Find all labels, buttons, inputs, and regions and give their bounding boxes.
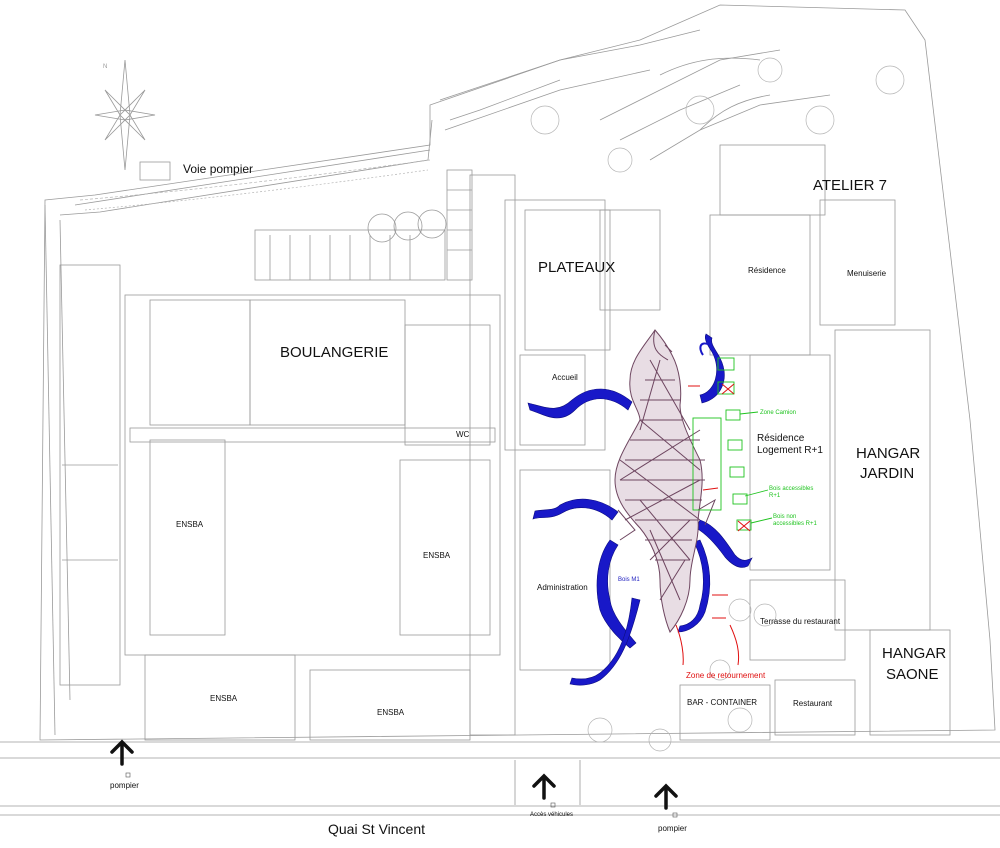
- arrow-up-icon: [532, 773, 556, 800]
- hangar-jardin-label-1: HANGAR: [856, 445, 920, 462]
- ensba-label-4: ENSBA: [377, 708, 405, 717]
- atelier7-label: ATELIER 7: [813, 177, 887, 194]
- voie-pompier-label: Voie pompier: [183, 162, 253, 176]
- sculpture-body: [614, 329, 717, 633]
- administration-label: Administration: [537, 583, 588, 592]
- menuiserie-label: Menuiserie: [847, 269, 887, 278]
- restaurant-label: Restaurant: [793, 699, 833, 708]
- pompier-label-left: pompier: [110, 781, 139, 790]
- ensba-label-2: ENSBA: [423, 551, 451, 560]
- entry-marker: [672, 812, 678, 818]
- plateaux-label: PLATEAUX: [538, 259, 615, 276]
- bois-non-label-1: Bois non: [773, 514, 796, 520]
- bois-m1-label: Bois M1: [618, 577, 640, 583]
- bar-container-label: BAR - CONTAINER: [687, 698, 757, 707]
- bois-accessibles-label-2: R+1: [769, 493, 781, 499]
- bois-non-label-2: accessibles R+1: [773, 521, 818, 527]
- vegetation: [79, 57, 905, 752]
- sculpture-structure: [527, 329, 753, 686]
- ensba-label-3: ENSBA: [210, 694, 238, 703]
- pompier-label-right: pompier: [658, 824, 687, 833]
- residence-label: Résidence: [748, 266, 786, 275]
- entry-marker: [550, 802, 556, 808]
- hangar-saone-label-2: SAONE: [886, 666, 939, 683]
- residence-logement-label-2: Logement R+1: [757, 445, 823, 456]
- ensba-label-1: ENSBA: [176, 520, 204, 529]
- hangar-saone-label-1: HANGAR: [882, 645, 946, 662]
- residence-annotations: [692, 357, 773, 531]
- boulangerie-label: BOULANGERIE: [280, 344, 388, 361]
- zone-retournement-label: Zone de retournement: [686, 671, 766, 680]
- quai-label: Quai St Vincent: [328, 821, 425, 837]
- arrow-up-icon: [654, 783, 678, 810]
- entry-marker: [125, 772, 131, 778]
- zone-camion-label: Zone Camion: [760, 410, 796, 416]
- accueil-label: Accueil: [552, 373, 578, 382]
- svg-text:N: N: [103, 64, 107, 70]
- site-outline: [0, 4, 1000, 816]
- wc-label: WC: [456, 430, 470, 439]
- terrasse-label: Terrasse du restaurant: [760, 617, 841, 626]
- residence-logement-label-1: Résidence: [757, 433, 805, 444]
- hangar-jardin-label-2: JARDIN: [860, 465, 914, 482]
- red-markers: [675, 383, 751, 666]
- compass-rose-icon: N: [94, 59, 156, 171]
- arrow-up-icon: [110, 739, 134, 766]
- acces-vehicules-label: Accès véhicules: [530, 812, 573, 818]
- bois-accessibles-label-1: Bois accessibles: [769, 486, 813, 492]
